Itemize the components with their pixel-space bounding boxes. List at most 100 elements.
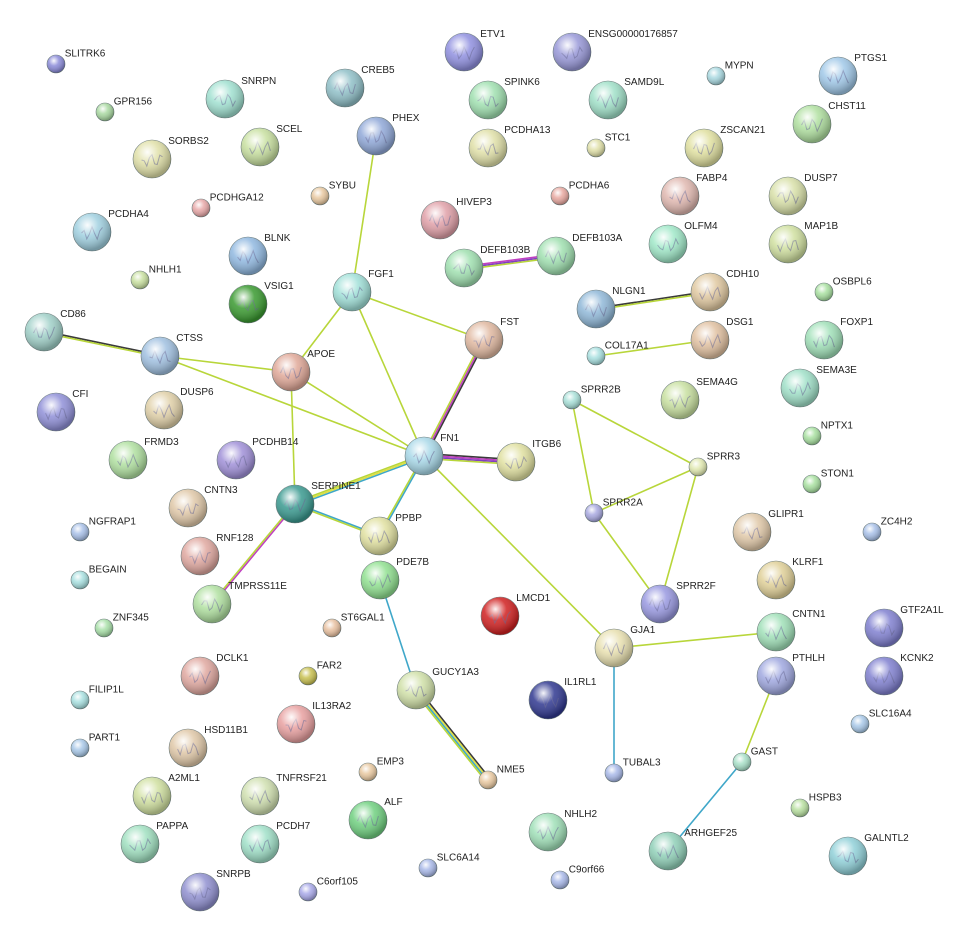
node-GJA1[interactable]: GJA1 bbox=[594, 625, 656, 668]
node-EMP3[interactable]: EMP3 bbox=[358, 756, 404, 782]
node-CNTN1[interactable]: CNTN1 bbox=[756, 609, 826, 652]
node-DCLK1[interactable]: DCLK1 bbox=[180, 653, 249, 696]
node-HIVEP3[interactable]: HIVEP3 bbox=[420, 197, 492, 240]
node-SEMA3E[interactable]: SEMA3E bbox=[780, 365, 857, 408]
node-FOXP1[interactable]: FOXP1 bbox=[804, 317, 873, 360]
node-GALNTL2[interactable]: GALNTL2 bbox=[828, 833, 909, 876]
node-NLGN1[interactable]: NLGN1 bbox=[576, 286, 646, 329]
node-KLRF1[interactable]: KLRF1 bbox=[756, 557, 824, 600]
node-NME5[interactable]: NME5 bbox=[478, 764, 525, 790]
node-ZC4H2[interactable]: ZC4H2 bbox=[862, 516, 913, 542]
node-FST[interactable]: FST bbox=[464, 317, 519, 360]
node-DUSP7[interactable]: DUSP7 bbox=[768, 173, 838, 216]
node-ITGB6[interactable]: ITGB6 bbox=[496, 439, 562, 482]
node-GAST[interactable]: GAST bbox=[732, 746, 778, 772]
node-CHST11[interactable]: CHST11 bbox=[792, 101, 866, 144]
node-SORBS2[interactable]: SORBS2 bbox=[132, 136, 209, 179]
node-CTSS[interactable]: CTSS bbox=[140, 333, 203, 376]
node-TMPRSS11E[interactable]: TMPRSS11E bbox=[192, 581, 287, 624]
node-SPRR2A[interactable]: SPRR2A bbox=[584, 497, 643, 523]
node-CFI[interactable]: CFI bbox=[36, 389, 88, 432]
node-FABP4[interactable]: FABP4 bbox=[660, 173, 728, 216]
node-RNF128[interactable]: RNF128 bbox=[180, 533, 254, 576]
node-DSG1[interactable]: DSG1 bbox=[690, 317, 754, 360]
node-CNTN3[interactable]: CNTN3 bbox=[168, 485, 238, 528]
node-SLITRK6[interactable]: SLITRK6 bbox=[46, 48, 106, 74]
node-VSIG1[interactable]: VSIG1 bbox=[228, 281, 294, 324]
node-DEFB103A[interactable]: DEFB103A bbox=[536, 233, 623, 276]
node-ENSG[interactable]: ENSG00000176857 bbox=[552, 29, 678, 72]
node-FRMD3[interactable]: FRMD3 bbox=[108, 437, 179, 480]
node-ALF[interactable]: ALF bbox=[348, 797, 403, 840]
node-NPTX1[interactable]: NPTX1 bbox=[802, 420, 853, 446]
node-PCDH7[interactable]: PCDH7 bbox=[240, 821, 311, 864]
node-SAMD9L[interactable]: SAMD9L bbox=[588, 77, 665, 120]
node-FILIP1L[interactable]: FILIP1L bbox=[70, 684, 124, 710]
node-NHLH1[interactable]: NHLH1 bbox=[130, 264, 182, 290]
node-PHEX[interactable]: PHEX bbox=[356, 113, 420, 156]
node-FGF1[interactable]: FGF1 bbox=[332, 269, 394, 312]
node-PCDHGA12[interactable]: PCDHGA12 bbox=[191, 192, 264, 218]
node-PCDHB14[interactable]: PCDHB14 bbox=[216, 437, 299, 480]
node-GLIPR1[interactable]: GLIPR1 bbox=[732, 509, 804, 552]
node-SPRR3[interactable]: SPRR3 bbox=[688, 451, 741, 477]
node-ETV1[interactable]: ETV1 bbox=[444, 29, 506, 72]
node-SEMA4G[interactable]: SEMA4G bbox=[660, 377, 738, 420]
node-C9orf66[interactable]: C9orf66 bbox=[550, 864, 605, 890]
node-ZSCAN21[interactable]: ZSCAN21 bbox=[684, 125, 766, 168]
node-STON1[interactable]: STON1 bbox=[802, 468, 854, 494]
node-HSPB3[interactable]: HSPB3 bbox=[790, 792, 842, 818]
node-PCDHA4[interactable]: PCDHA4 bbox=[72, 209, 149, 252]
node-MAP1B[interactable]: MAP1B bbox=[768, 221, 838, 264]
node-MYPN[interactable]: MYPN bbox=[706, 60, 754, 86]
node-SLC6A14[interactable]: SLC6A14 bbox=[418, 852, 480, 878]
node-PPBP[interactable]: PPBP bbox=[359, 513, 422, 556]
node-SPRR2F[interactable]: SPRR2F bbox=[640, 581, 716, 624]
node-COL17A1[interactable]: COL17A1 bbox=[586, 340, 649, 366]
node-CREB5[interactable]: CREB5 bbox=[325, 65, 395, 108]
node-SPRR2B[interactable]: SPRR2B bbox=[562, 384, 621, 410]
node-CD86[interactable]: CD86 bbox=[24, 309, 86, 352]
node-FAR2[interactable]: FAR2 bbox=[298, 660, 342, 686]
node-LMCD1[interactable]: LMCD1 bbox=[480, 593, 551, 636]
node-A2ML1[interactable]: A2ML1 bbox=[132, 773, 200, 816]
node-BEGAIN[interactable]: BEGAIN bbox=[70, 564, 127, 590]
node-GPR156[interactable]: GPR156 bbox=[95, 96, 153, 122]
node-PTHLH[interactable]: PTHLH bbox=[756, 653, 825, 696]
node-IL1RL1[interactable]: IL1RL1 bbox=[528, 677, 597, 720]
node-SLC16A4[interactable]: SLC16A4 bbox=[850, 708, 912, 734]
node-TUBAL3[interactable]: TUBAL3 bbox=[604, 757, 661, 783]
node-IL13RA2[interactable]: IL13RA2 bbox=[276, 701, 352, 744]
node-CDH10[interactable]: CDH10 bbox=[690, 269, 759, 312]
node-NGFRAP1[interactable]: NGFRAP1 bbox=[70, 516, 136, 542]
node-BLNK[interactable]: BLNK bbox=[228, 233, 291, 276]
node-OLFM4[interactable]: OLFM4 bbox=[648, 221, 718, 264]
node-SPINK6[interactable]: SPINK6 bbox=[468, 77, 540, 120]
node-OSBPL6[interactable]: OSBPL6 bbox=[814, 276, 872, 302]
node-ST6GAL1[interactable]: ST6GAL1 bbox=[322, 612, 385, 638]
node-PCDHA13[interactable]: PCDHA13 bbox=[468, 125, 551, 168]
node-APOE[interactable]: APOE bbox=[271, 349, 335, 392]
node-KCNK2[interactable]: KCNK2 bbox=[864, 653, 934, 696]
node-PTGS1[interactable]: PTGS1 bbox=[818, 53, 887, 96]
node-PAPPA[interactable]: PAPPA bbox=[120, 821, 188, 864]
node-SNRPB[interactable]: SNRPB bbox=[180, 869, 251, 912]
node-PART1[interactable]: PART1 bbox=[70, 732, 120, 758]
node-NHLH2[interactable]: NHLH2 bbox=[528, 809, 597, 852]
node-FN1[interactable]: FN1 bbox=[404, 433, 460, 476]
node-GTF2A1L[interactable]: GTF2A1L bbox=[864, 605, 944, 648]
node-STC1[interactable]: STC1 bbox=[586, 132, 631, 158]
node-DUSP6[interactable]: DUSP6 bbox=[144, 387, 214, 430]
node-PDE7B[interactable]: PDE7B bbox=[360, 557, 429, 600]
node-ARHGEF25[interactable]: ARHGEF25 bbox=[648, 828, 737, 871]
node-PCDHA6[interactable]: PCDHA6 bbox=[550, 180, 610, 206]
node-GUCY1A3[interactable]: GUCY1A3 bbox=[396, 667, 479, 710]
node-HSD11B1[interactable]: HSD11B1 bbox=[168, 725, 248, 768]
node-SYBU[interactable]: SYBU bbox=[310, 180, 356, 206]
node-SCEL[interactable]: SCEL bbox=[240, 124, 303, 167]
node-ZNF345[interactable]: ZNF345 bbox=[94, 612, 149, 638]
node-SERPINE1[interactable]: SERPINE1 bbox=[275, 481, 361, 524]
node-SNRPN[interactable]: SNRPN bbox=[205, 76, 276, 119]
node-TNFRSF21[interactable]: TNFRSF21 bbox=[240, 773, 327, 816]
node-C6orf105[interactable]: C6orf105 bbox=[298, 876, 358, 902]
